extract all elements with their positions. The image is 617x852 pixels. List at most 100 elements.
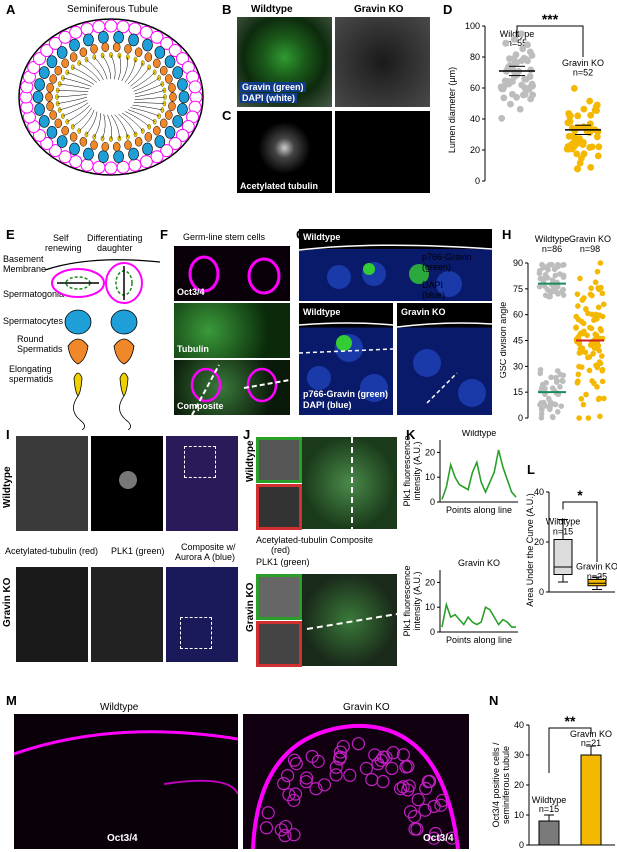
- elongating-spermatid: [119, 372, 129, 397]
- spermatogonium-cell: [80, 158, 94, 172]
- g-ko-label: Gravin KO: [401, 307, 446, 317]
- oct-positive-cell: [282, 788, 296, 802]
- spermatocyte-cell: [69, 38, 80, 52]
- g-p766b-label: p766-Gravin (green): [303, 389, 389, 399]
- i-ch3b: Aurora A (blue): [175, 552, 236, 562]
- ko-n: n=98: [580, 244, 600, 254]
- sperm-tail: [102, 55, 112, 80]
- spermatocyte-cell: [154, 46, 166, 59]
- oct-positive-cell: [274, 823, 288, 837]
- data-dot: [578, 364, 585, 370]
- oct-positive-cell: [333, 752, 347, 766]
- oct-positive-cell: [279, 819, 293, 834]
- sperm-tail: [86, 59, 104, 81]
- round-spermatid: [101, 42, 110, 52]
- oct-positive-cell: [410, 822, 424, 836]
- spermatocyte-cell: [98, 31, 109, 44]
- oct-positive-cell: [288, 787, 303, 801]
- i-ko-acetylated: [16, 567, 88, 662]
- data-dot: [527, 66, 535, 74]
- j-ko-rowlabel: Gravin KO: [245, 582, 256, 632]
- spermatogonium-cell: [160, 144, 174, 158]
- data-dot: [566, 118, 574, 125]
- data-dot: [526, 84, 534, 92]
- oct-positive-cell: [317, 778, 332, 792]
- round-spermatid: [46, 83, 54, 93]
- data-dot: [592, 279, 599, 286]
- data-dot: [578, 349, 584, 356]
- spermatocyte: [64, 309, 92, 335]
- spermatogonium-cell: [40, 136, 54, 150]
- elongating-spermatid: [73, 372, 83, 397]
- data-dot: [601, 395, 607, 402]
- round-spermatid: [112, 42, 121, 52]
- data-dot: [526, 48, 534, 56]
- data-dot: [577, 275, 583, 282]
- round-spermatid: [90, 44, 98, 54]
- data-dot: [553, 374, 559, 381]
- spermatocyte-cell: [83, 147, 94, 161]
- i-wt-plk1: [91, 436, 163, 531]
- data-dot: [519, 45, 527, 53]
- data-dot: [592, 103, 600, 111]
- tick-label-y: 60: [470, 83, 480, 93]
- g-wildtype-image-top: Wildtype: [299, 229, 492, 301]
- spermatogonium-cell: [139, 155, 153, 169]
- oct-positive-cell: [371, 757, 385, 771]
- ko-n: n=21: [581, 738, 601, 748]
- data-dot: [579, 141, 587, 149]
- j-wt-plk1-inset: [256, 437, 302, 483]
- i-wt-acetylated: [16, 436, 88, 531]
- data-dot: [549, 261, 555, 268]
- seminiferous-tubule-diagram: [18, 18, 204, 176]
- spermatocyte-cell: [46, 125, 58, 139]
- spermatocyte-cell: [39, 66, 50, 79]
- sperm-tail: [56, 94, 88, 98]
- oct-positive-cell: [333, 745, 348, 759]
- oct-positive-cell: [280, 769, 295, 783]
- data-dot: [561, 262, 567, 268]
- oct-positive-cell: [393, 782, 408, 796]
- data-dot: [594, 268, 601, 275]
- spermatocyte-cell: [34, 103, 45, 116]
- oct-positive-cell: [311, 754, 325, 768]
- round-spermatid: [45, 92, 53, 102]
- sig-mark: *: [577, 487, 583, 503]
- spermatocyte-cell: [177, 103, 188, 116]
- ylabel-k2: intensity (A.U.): [412, 571, 422, 630]
- wt-n: n=15: [539, 804, 559, 814]
- data-dot: [597, 413, 603, 420]
- g-p766-label: p766-Gravin: [422, 252, 472, 262]
- round-spermatid: [49, 74, 57, 84]
- oct-positive-cell: [309, 782, 323, 796]
- data-dot: [591, 380, 597, 387]
- data-dot: [574, 379, 581, 386]
- data-dot: [588, 285, 594, 291]
- sperm-tail: [134, 83, 163, 95]
- round-spermatid: [134, 47, 143, 57]
- oct-positive-cell: [422, 774, 437, 788]
- spermatocyte-cell: [164, 55, 176, 69]
- i-wildtype-rowlabel: Wildtype: [2, 466, 13, 508]
- e-spermatocytes: Spermatocytes: [3, 316, 64, 326]
- sperm-tail: [132, 72, 155, 89]
- data-dot: [560, 286, 567, 293]
- data-dot: [594, 340, 601, 347]
- i-ko-rowlabel: Gravin KO: [2, 577, 13, 627]
- g-ko-image: Gravin KO: [397, 303, 492, 415]
- xlabel-k: Points along line: [446, 635, 512, 645]
- round-spermatid: [168, 101, 176, 111]
- spermatocyte-cell: [113, 31, 124, 44]
- round-spermatid: [61, 125, 69, 136]
- oct-positive-cell: [329, 768, 343, 782]
- spermatocyte-cell: [128, 33, 139, 47]
- panel-label-a: A: [6, 2, 16, 17]
- sig-bracket: [562, 501, 598, 562]
- sperm-tail: [128, 109, 155, 122]
- data-dot: [536, 267, 543, 274]
- panel-label-k: K: [406, 427, 416, 442]
- data-dot: [581, 295, 587, 301]
- data-dot: [587, 291, 594, 298]
- data-dot: [586, 367, 593, 374]
